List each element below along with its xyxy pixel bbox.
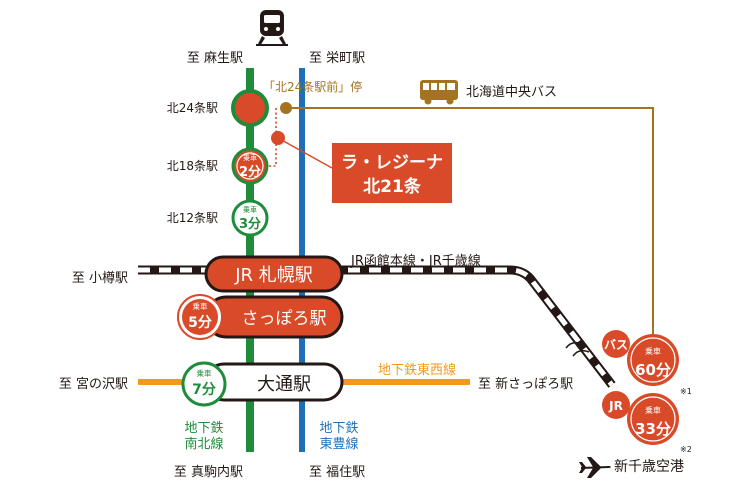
property-dot (271, 131, 285, 145)
bus-mode-label: バス (604, 338, 628, 352)
station-label-kita24: 北24条駅 (167, 101, 218, 115)
jr-ride-time: 33分 (635, 420, 671, 438)
dest-west-jr: 至 小樽駅 (72, 270, 128, 286)
station-label-kita18: 北18条駅 (167, 159, 218, 173)
jr-sapporo-label: JR 札幌駅 (234, 265, 313, 286)
jr-line-label: JR函館本線・JR千歳線 (350, 253, 481, 269)
odori-label: 大通駅 (257, 374, 311, 395)
dest-south-blue: 至 福住駅 (309, 465, 365, 480)
airplane-icon (579, 457, 611, 478)
kita18-ride-time: 2分 (239, 164, 261, 180)
sapporo-ride-time: 5分 (188, 315, 212, 331)
property-leader (277, 137, 333, 169)
odori-ride-time: 7分 (192, 382, 216, 398)
dest-east-orange: 至 新さっぽろ駅 (478, 376, 573, 392)
kita12-ride-label: 乗車 (243, 205, 257, 214)
jr-sapporo-station[interactable]: JR 札幌駅 (204, 255, 344, 293)
kita24-station-marker[interactable] (231, 89, 269, 127)
property-box[interactable]: ラ・レジーナ 北21条 (332, 143, 452, 203)
dest-north-green: 至 麻生駅 (187, 51, 243, 66)
nanboku-label-2: 南北線 (184, 436, 223, 452)
jr-mode-tag: JR (602, 391, 630, 419)
kita12-badge[interactable]: 乗車 3分 (231, 199, 269, 237)
sapporo-station[interactable]: さっぽろ駅 (204, 295, 344, 339)
dest-south-green: 至 真駒内駅 (174, 464, 243, 480)
bus-route (286, 107, 654, 340)
odori-badge[interactable]: 乗車 7分 (181, 361, 227, 407)
tozai-line-label: 地下鉄東西線 (378, 362, 456, 378)
station-label-kita12: 北12条駅 (167, 211, 218, 225)
airport-name: 新千歳空港 (614, 459, 684, 475)
airport-jr-badge[interactable]: 乗車 33分 (627, 393, 679, 445)
nanboku-label-1: 地下鉄 (184, 421, 223, 436)
kita12-ride-time: 3分 (239, 216, 261, 232)
bus-stop-dot (280, 102, 292, 114)
walk-route (258, 108, 277, 167)
sapporo-label: さっぽろ駅 (242, 309, 327, 329)
bus-note: ※1 (680, 387, 692, 396)
dest-north-blue: 至 栄町駅 (309, 51, 365, 66)
odori-ride-label: 乗車 (197, 368, 212, 378)
jr-line (138, 265, 616, 388)
bus-icon (420, 80, 458, 105)
toho-label-2: 東豊線 (319, 436, 358, 452)
bus-mode-tag: バス (602, 330, 630, 358)
train-icon (256, 10, 288, 46)
bus-ride-time: 60分 (635, 361, 671, 379)
property-name-line2: 北21条 (363, 176, 422, 197)
kita18-ride-label: 乗車 (243, 153, 257, 162)
kita18-badge[interactable]: 乗車 2分 (231, 147, 269, 185)
odori-station[interactable]: 大通駅 (204, 362, 344, 402)
bus-ride-label: 乗車 (645, 346, 661, 356)
sapporo-badge[interactable]: 乗車 5分 (177, 294, 223, 340)
toho-label-1: 地下鉄 (319, 421, 358, 436)
airport-bus-badge[interactable]: 乗車 60分 (627, 334, 679, 386)
jr-ride-label: 乗車 (645, 405, 661, 415)
bus-stop-label: 「北24条駅前」停 (263, 79, 362, 94)
dest-west-orange: 至 宮の沢駅 (59, 376, 128, 392)
jr-note: ※2 (680, 445, 692, 454)
sapporo-ride-label: 乗車 (193, 301, 208, 311)
jr-mode-label: JR (608, 399, 623, 413)
property-name-line1: ラ・レジーナ (341, 153, 443, 173)
bus-company-label: 北海道中央バス (466, 85, 557, 100)
